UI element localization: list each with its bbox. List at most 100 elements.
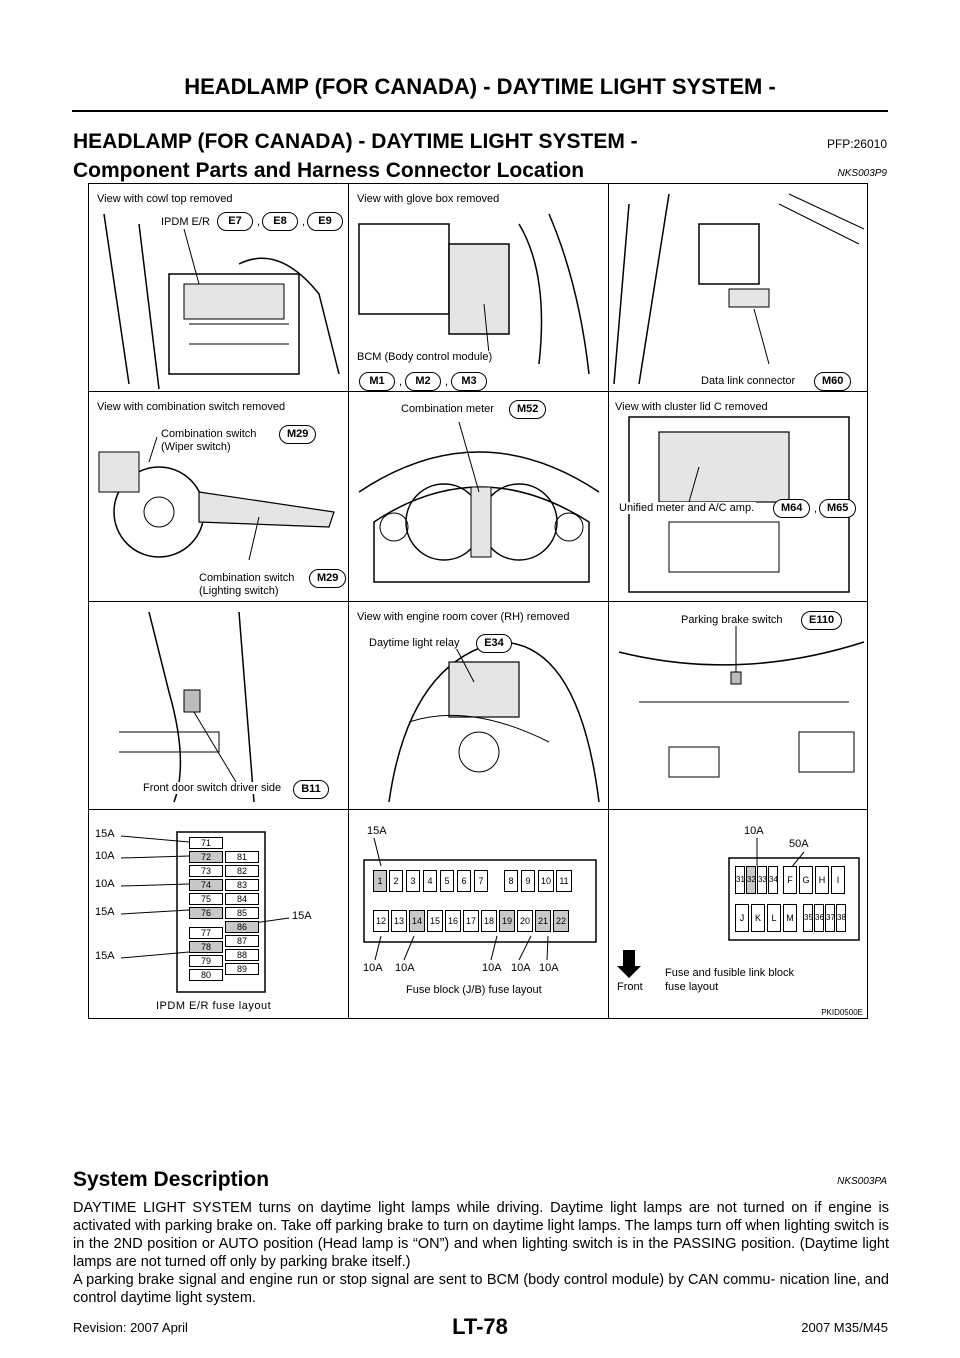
paragraph: A parking brake signal and engine run or… [73, 1272, 889, 1306]
front-arrow-icon [617, 950, 641, 978]
door-illustration [119, 611, 255, 803]
relay-label: Daytime light relay [367, 637, 462, 649]
jb-fuse: 8 [504, 870, 518, 892]
fusible-frame [617, 838, 860, 978]
comma: , [257, 216, 261, 228]
jb-fuse: 9 [521, 870, 535, 892]
paragraph: DAYTIME LIGHT SYSTEM turns on daytime li… [73, 1200, 889, 1270]
jb-amp: 10A [395, 962, 415, 974]
panel-engine: View with engine room cover (RH) removed… [349, 602, 609, 810]
ipdm-amp: 15A [292, 910, 312, 922]
parking-illustration [618, 622, 865, 778]
connector-e7: E7 [217, 212, 253, 231]
connector-e9: E9 [307, 212, 343, 231]
jb-amp: 10A [482, 962, 502, 974]
header-rule [72, 110, 888, 112]
comma: , [445, 376, 449, 388]
jb-fuse: 18 [481, 910, 497, 932]
parking-label: Parking brake switch [679, 614, 785, 626]
jb-amp-top: 15A [367, 825, 387, 837]
jb-fuse: 11 [556, 870, 572, 892]
meter-illustration [358, 421, 600, 583]
jb-fuse: 3 [406, 870, 420, 892]
ipdm-fuse: 89 [225, 963, 259, 975]
cluster-illustration [628, 416, 850, 593]
ipdm-fuse: 71 [189, 837, 223, 849]
cowl-caption: View with cowl top removed [95, 193, 235, 205]
connector-e8: E8 [262, 212, 298, 231]
fusible-fuse: H [815, 866, 829, 894]
connector-m64: M64 [773, 499, 811, 518]
jb-fuse: 4 [423, 870, 437, 892]
jb-amp: 10A [511, 962, 531, 974]
glovebox-caption: View with glove box removed [355, 193, 502, 205]
ipdm-fuse: 74 [189, 879, 223, 891]
ipdm-fuse: 78 [189, 941, 223, 953]
ipdm-amp: 10A [95, 850, 115, 862]
jb-fuse: 6 [457, 870, 471, 892]
fusible-fuse: 36 [814, 904, 824, 932]
jb-fuse: 5 [440, 870, 454, 892]
system-section-title: System Description [73, 1168, 270, 1191]
ipdm-fuse: 88 [225, 949, 259, 961]
ipdm-fuse: 81 [225, 851, 259, 863]
ipdm-amp: 10A [95, 878, 115, 890]
jb-fuse: 21 [535, 910, 551, 932]
connector-m52: M52 [509, 400, 547, 419]
fusible-fuse: K [751, 904, 765, 932]
panel-glovebox: View with glove box removed BCM (Body co… [349, 184, 609, 392]
fusible-fuse: 34 [768, 866, 778, 894]
jb-fuse-caption: Fuse block (J/B) fuse layout [404, 984, 544, 996]
fusible-caption-1: Fuse and fusible link block [663, 967, 797, 979]
component-location-figure: View with cowl top removed IPDM E/R E7 ,… [88, 183, 868, 1019]
fusible-fuse: I [831, 866, 845, 894]
component-section-title: Component Parts and Harness Connector Lo… [73, 159, 585, 182]
ipdm-fuse: 86 [225, 921, 259, 933]
jb-fuse: 10 [538, 870, 554, 892]
fusible-fuse: 32 [746, 866, 756, 894]
comma: , [814, 503, 818, 515]
jb-fuse: 15 [427, 910, 443, 932]
jb-fuse: 22 [553, 910, 569, 932]
jb-amp: 10A [363, 962, 383, 974]
door-label: Front door switch driver side [141, 782, 284, 794]
ipdm-fuse: 73 [189, 865, 223, 877]
ipdm-fuse-caption: IPDM E/R fuse layout [154, 1000, 274, 1012]
jb-fuse: 13 [391, 910, 407, 932]
ipdm-fuse: 80 [189, 969, 223, 981]
engine-illustration [388, 641, 600, 803]
figure-code: PKID0500E [821, 1008, 863, 1017]
bcm-label: BCM (Body control module) [355, 351, 495, 363]
engine-caption: View with engine room cover (RH) removed [355, 611, 572, 623]
cluster-caption: View with cluster lid C removed [613, 401, 770, 413]
ipdm-amp: 15A [95, 828, 115, 840]
jb-fuse: 1 [373, 870, 387, 892]
connector-b11: B11 [293, 780, 329, 799]
fusible-fuse: M [783, 904, 797, 932]
fusible-fuse: L [767, 904, 781, 932]
running-header: HEADLAMP (FOR CANADA) - DAYTIME LIGHT SY… [184, 74, 776, 99]
jb-fuse: 16 [445, 910, 461, 932]
system-description: DAYTIME LIGHT SYSTEM turns on daytime li… [73, 1199, 889, 1307]
model-label: 2007 M35/M45 [801, 1320, 888, 1335]
ipdm-fuse: 76 [189, 907, 223, 919]
jb-fuse: 14 [409, 910, 425, 932]
wiper-label-2: (Wiper switch) [159, 441, 233, 453]
connector-m3: M3 [451, 372, 487, 391]
ipdm-fuse: 77 [189, 927, 223, 939]
wiper-label-1: Combination switch [159, 428, 259, 440]
fusible-caption-2: fuse layout [663, 981, 721, 993]
panel-cowl: View with cowl top removed IPDM E/R E7 ,… [89, 184, 349, 392]
cluster-part-label: Unified meter and A/C amp. [617, 502, 757, 514]
panel-parking: Parking brake switch E110 [609, 602, 867, 810]
light-label-1: Combination switch [197, 572, 297, 584]
jb-fuse: 2 [389, 870, 403, 892]
ipdm-amp: 15A [95, 906, 115, 918]
fusible-fuse: 31 [735, 866, 745, 894]
panel-ipdm-fuse: 15A 10A 10A 15A 15A 15A 71 72 73 74 75 7… [89, 810, 349, 1018]
revision-label: Revision: 2007 April [73, 1320, 188, 1335]
fusible-fuse: F [783, 866, 797, 894]
connector-m1: M1 [359, 372, 395, 391]
fusible-fuse: G [799, 866, 813, 894]
fusible-fuse: 35 [803, 904, 813, 932]
